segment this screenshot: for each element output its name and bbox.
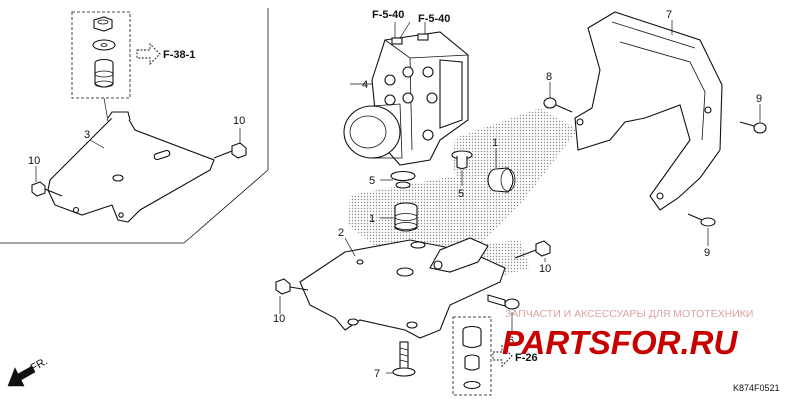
front-marker-label: FR. — [29, 355, 50, 374]
screw-7-left — [543, 97, 573, 113]
ref-arrow-f38-1: F-38-1 — [136, 42, 195, 66]
callout-5-left: 5 — [369, 175, 375, 187]
callout-2: 2 — [338, 227, 344, 239]
callout-7-right: 9 — [756, 93, 762, 105]
watermark-tagline: ЗАПЧАСТИ И АКСЕССУАРЫ ДЛЯ МОТОТЕХНИКИ — [505, 308, 753, 320]
callout-10-lower-left: 10 — [273, 313, 285, 325]
callout-6: 7 — [666, 9, 672, 21]
bolt-10-lower-left — [275, 278, 309, 295]
callout-1-lower: 1 — [369, 213, 375, 225]
callout-3: 3 — [84, 129, 90, 141]
part-1-grommet-left — [394, 202, 418, 232]
callout-10-lower-right: 10 — [539, 263, 551, 275]
washer-icon — [92, 39, 116, 51]
part-6-cover — [574, 11, 723, 211]
ref-label-f5-40-left: F-5-40 — [372, 9, 404, 21]
bolt-10-inset-left — [31, 181, 63, 197]
part-4-abs-modulator — [343, 31, 469, 166]
figure-code: K874F0521 — [733, 383, 780, 393]
front-arrow-icon — [7, 365, 36, 387]
ref-label-f5-40-right: F-5-40 — [418, 13, 450, 25]
nut-washer-group-box — [71, 11, 131, 181]
bolt-9-right — [487, 294, 520, 310]
callout-5-right: 5 — [458, 188, 464, 200]
bolt-9-lower — [392, 341, 416, 377]
ref-label-f38-1: F-38-1 — [163, 49, 195, 61]
bolt-10-inset-right — [213, 142, 247, 159]
motor-icon — [343, 105, 401, 159]
grommet-group-box — [452, 316, 492, 396]
callout-7-left: 8 — [546, 71, 552, 83]
callout-1-upper: 1 — [492, 137, 498, 149]
bolt-10-lower-right — [514, 240, 551, 259]
callout-10-inset-right: 10 — [233, 115, 245, 127]
part-1-grommet-right — [487, 167, 516, 193]
callout-4: 4 — [362, 79, 368, 91]
callout-9-right: 6 — [508, 335, 514, 347]
callout-9-lower: 7 — [374, 368, 380, 380]
part-3-bracket — [47, 111, 215, 223]
screw-7-right — [739, 121, 767, 134]
part-5-collar-lower — [390, 170, 416, 189]
ref-arrow-f26: F-26 — [492, 344, 538, 368]
part-5-collar-upper — [451, 150, 473, 170]
part-2-bracket — [299, 237, 506, 339]
callout-8: 9 — [704, 247, 710, 259]
callout-10-inset-left: 10 — [28, 155, 40, 167]
screw-8 — [687, 213, 716, 227]
leader-lines — [35, 20, 761, 374]
watermark-brand: PARTSFOR.RU — [502, 324, 738, 361]
ref-label-f26: F-26 — [515, 352, 538, 364]
inset-frame — [0, 8, 269, 244]
